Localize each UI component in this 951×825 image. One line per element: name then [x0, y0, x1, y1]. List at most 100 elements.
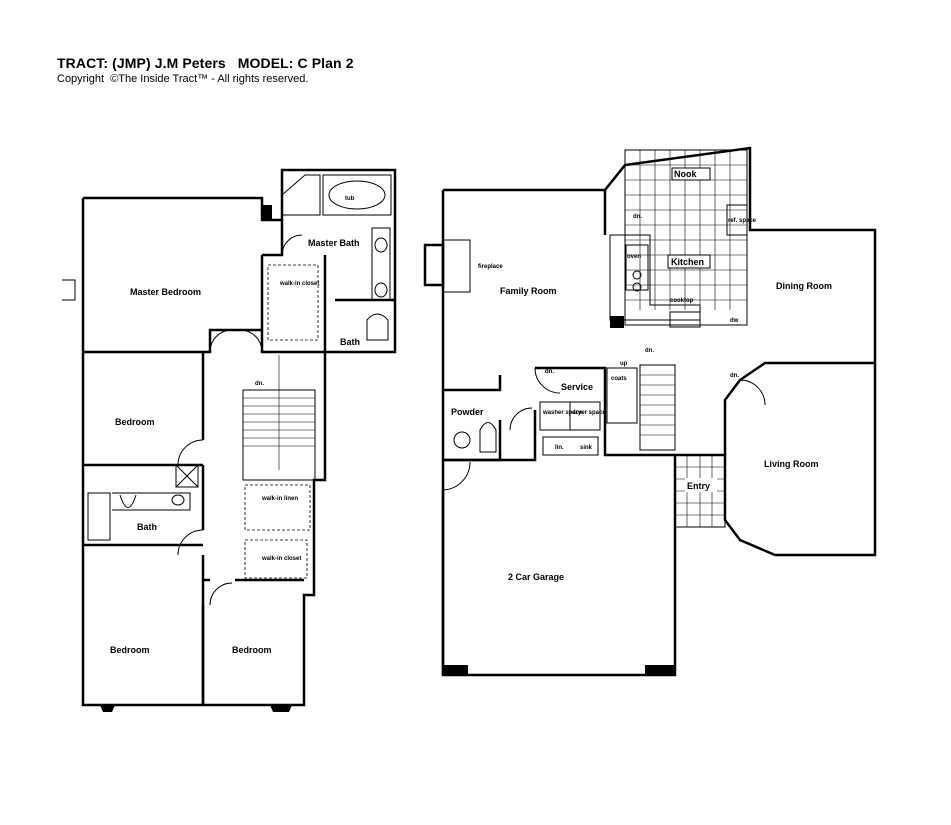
- lower-floor: Nook Kitchen Family Room fireplace Dinin…: [423, 146, 877, 677]
- kitchen-pillar: [610, 316, 624, 328]
- master-tub-basin: [328, 180, 386, 210]
- tub-label: tub: [345, 196, 355, 202]
- washer-space-label: washer space: [542, 410, 583, 416]
- fireplace-label: fireplace: [478, 264, 503, 270]
- master-toilet: [366, 313, 389, 341]
- master-vanity: [371, 227, 391, 301]
- walk-in-linen-label: walk-in linen: [261, 496, 298, 502]
- upper-floor-outline: [81, 168, 397, 707]
- linen-shelf: [175, 464, 199, 488]
- garage-pillar-1: [443, 665, 468, 675]
- kitchen-tile-grid: [624, 149, 748, 326]
- powder-label: Powder: [451, 407, 484, 417]
- nook-label-bg: [671, 167, 711, 181]
- closet-wall: [260, 255, 325, 354]
- coats-label: coats: [611, 376, 627, 382]
- bedroom-1-door: [177, 439, 204, 466]
- dn-label-4: dn.: [545, 369, 554, 375]
- ref-space-label: ref. space: [728, 218, 757, 224]
- dryer-space-label: dryer space: [572, 410, 606, 416]
- dn-label-3: dn.: [730, 373, 739, 379]
- upper-stair-treads: [243, 355, 315, 470]
- bay-notch-2: [270, 705, 292, 712]
- powder-wall: [443, 375, 502, 392]
- master-bedroom-wall: [83, 328, 262, 354]
- service-wall: [535, 366, 675, 457]
- hall-bath-label: Bath: [137, 522, 157, 532]
- bedroom-2-label: Bedroom: [110, 645, 150, 655]
- master-sink-1: [374, 237, 388, 253]
- pillar-1: [262, 205, 272, 220]
- upper-floor: Master Bedroom Master Bath tub walk-in c…: [62, 168, 397, 712]
- up-label: up: [620, 361, 628, 367]
- living-door: [739, 379, 766, 406]
- master-wc-label: Bath: [340, 337, 360, 347]
- walk-in-closet-label: walk-in closet: [279, 281, 319, 287]
- service-label: Service: [561, 382, 593, 392]
- master-tub: [322, 174, 392, 216]
- lin-label: lin.: [555, 445, 564, 451]
- plan-title: TRACT: (JMP) J.M Peters MODEL: C Plan 2: [57, 55, 354, 71]
- dw-label: dw: [730, 318, 739, 324]
- master-bath-wall: [262, 220, 284, 257]
- cooktop-burner-2: [632, 282, 642, 292]
- service-door: [534, 367, 561, 394]
- upper-stairs-dn-label: dn.: [255, 381, 264, 387]
- family-room-label: Family Room: [500, 286, 557, 296]
- walk-in-linen-outline: [244, 484, 311, 531]
- dn-label-2: dn.: [645, 348, 654, 354]
- master-sink-2: [374, 282, 388, 298]
- master-bed-door-1: [209, 329, 233, 353]
- oven-island: [625, 244, 649, 291]
- fireplace-box: [423, 243, 445, 287]
- garage-label: 2 Car Garage: [508, 572, 564, 582]
- refrigerator-space: [726, 204, 748, 236]
- oven-label: oven: [627, 254, 641, 260]
- bedroom-3-label: Bedroom: [232, 645, 272, 655]
- shower-enclosure: [281, 174, 321, 216]
- hall-tub: [87, 492, 111, 541]
- master-bath-door: [281, 234, 303, 256]
- hall-toilet: [119, 494, 137, 508]
- hall-bath-door: [177, 529, 204, 556]
- walk-in-closet-2-label: walk-in closet: [261, 556, 301, 562]
- powder-toilet: [479, 422, 497, 453]
- garage-pillar-2: [645, 665, 675, 675]
- powder-door: [509, 407, 533, 431]
- entry-label-bg: [685, 478, 717, 492]
- linen-shelf-cross: [175, 464, 199, 488]
- hall-sink: [171, 494, 185, 506]
- master-bed-door-2: [239, 329, 263, 353]
- lower-stair-well: [639, 364, 676, 451]
- service-wall-2: [443, 410, 537, 462]
- lower-stair-treads: [640, 374, 675, 436]
- hall-sink-counter: [112, 492, 191, 511]
- lower-floor-outline: [441, 146, 877, 677]
- kitchen-label-bg: [667, 254, 711, 269]
- garage-door: [442, 461, 471, 491]
- nook-label: Nook: [674, 169, 697, 179]
- bedroom-3-door: [209, 582, 233, 606]
- bay-notch-1: [100, 705, 115, 712]
- dining-room-label: Dining Room: [776, 281, 832, 291]
- fireplace-hearth: [443, 239, 471, 293]
- bedroom-1-label: Bedroom: [115, 417, 155, 427]
- powder-wall-2: [443, 420, 502, 462]
- powder-sink: [453, 431, 471, 449]
- linen-sink-counter: [542, 436, 599, 456]
- walk-in-closet-2-outline: [244, 539, 308, 579]
- upper-window-left: [62, 279, 76, 301]
- master-bedroom-label: Master Bedroom: [130, 287, 201, 297]
- living-room-label: Living Room: [764, 459, 819, 469]
- dn-label-1: dn.: [633, 214, 642, 220]
- entry-label: Entry: [687, 481, 710, 491]
- coats-closet: [606, 367, 638, 424]
- sink-label: sink: [580, 445, 593, 451]
- master-bath-label: Master Bath: [308, 238, 360, 248]
- walk-in-closet-outline: [267, 264, 319, 341]
- cooktop-burner-1: [632, 270, 642, 280]
- living-room-bay: [723, 361, 875, 455]
- cooktop-label: cooktop: [670, 298, 694, 304]
- kitchen-label: Kitchen: [671, 257, 704, 267]
